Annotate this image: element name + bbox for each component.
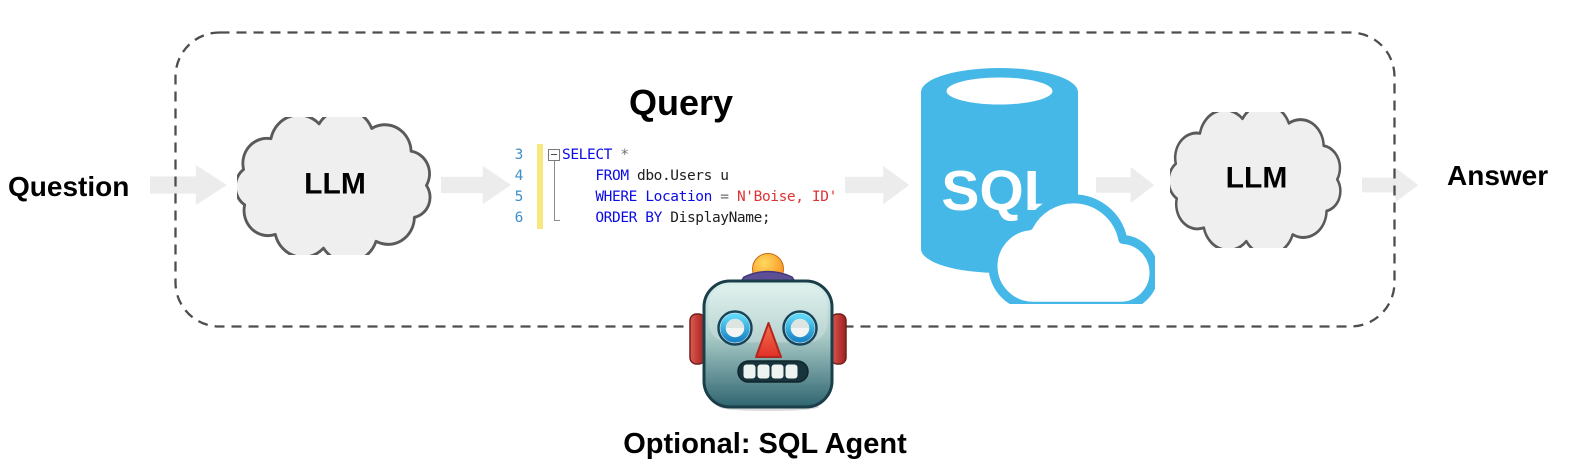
- code-line: 6 ORDER BY DisplayName;: [513, 207, 853, 228]
- answer-label: Answer: [1447, 160, 1549, 191]
- code-text: SELECT *: [562, 146, 629, 163]
- code-text: WHERE Location = N'Boise, ID': [595, 188, 837, 205]
- database-cylinder-icon: SQL: [921, 68, 1155, 304]
- optional-agent-caption: Optional: SQL Agent: [623, 428, 907, 460]
- code-change-bar: [537, 144, 543, 229]
- line-number: 3: [514, 146, 524, 163]
- llm-node-left: LLM: [237, 117, 433, 255]
- llm-label: LLM: [304, 167, 366, 201]
- flow-arrow-icon-llm-to-query: [441, 165, 512, 205]
- code-text: FROM dbo.Users u: [595, 167, 729, 184]
- line-number: 4: [514, 167, 524, 184]
- sql-agent-robot-icon: [684, 247, 854, 412]
- cloud-icon: [237, 117, 432, 255]
- code-line: 5 WHERE Location = N'Boise, ID': [513, 186, 853, 207]
- llm-node-right: LLM: [1170, 112, 1343, 248]
- code-line: 3 SELECT *: [513, 144, 853, 165]
- llm-label: LLM: [1225, 161, 1288, 195]
- code-fold-line: [553, 160, 560, 221]
- collapse-icon: [548, 148, 560, 161]
- code-line: 4 FROM dbo.Users u: [513, 165, 853, 186]
- sql-database-node: SQL: [915, 64, 1155, 304]
- code-text: ORDER BY DisplayName;: [595, 209, 771, 226]
- line-number: 5: [514, 188, 524, 205]
- flow-arrow-icon-llm-to-answer: [1362, 167, 1419, 203]
- flow-arrow-icon-sql-to-llm: [1096, 166, 1155, 204]
- flow-arrow-icon-question-to-llm: [150, 164, 228, 206]
- line-number: 6: [514, 209, 524, 226]
- question-label: Question: [8, 171, 130, 202]
- query-title: Query: [628, 82, 734, 123]
- flow-arrow-icon-query-to-sql: [845, 165, 910, 205]
- cloud-icon: [1170, 112, 1342, 248]
- sql-query-snippet: 3 SELECT * 4 FROM dbo.Users u 5 WHERE Lo…: [513, 144, 853, 229]
- cloud-icon: [988, 194, 1155, 304]
